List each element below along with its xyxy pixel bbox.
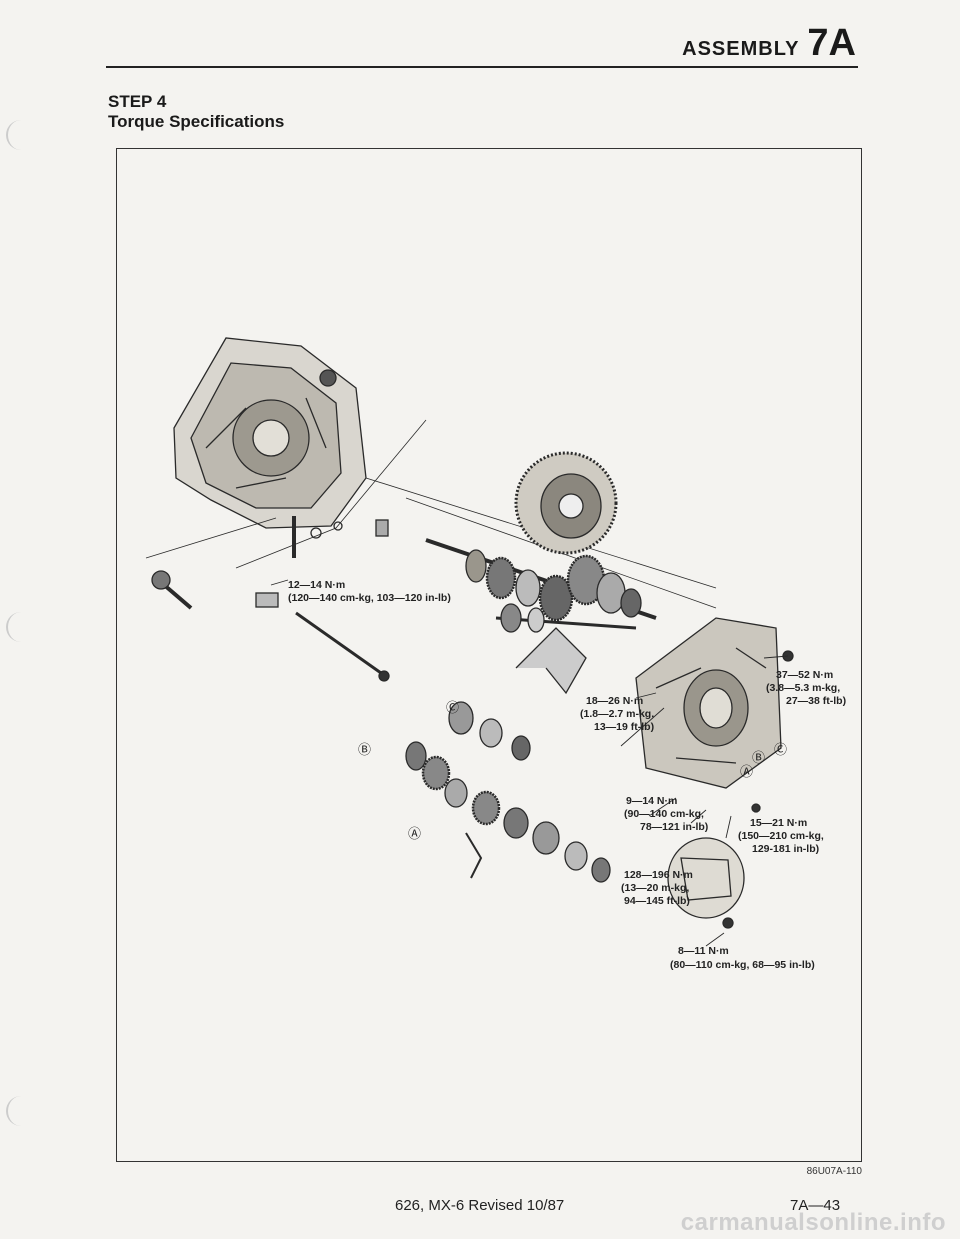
callout-line: (1.8—2.7 m-kg, (580, 708, 654, 720)
torque-callout-1: 12—14 N·m (120—140 cm-kg, 103—120 in-lb) (288, 579, 451, 604)
section-number: 7A (807, 22, 856, 64)
binder-hole-mark (6, 1096, 36, 1126)
callout-line: (150—210 cm-kg, (738, 830, 824, 842)
section-header: ASSEMBLY 7A (682, 22, 856, 65)
step-heading: STEP 4 Torque Specifications (108, 92, 284, 132)
marker-c: Ⓒ (774, 742, 787, 757)
torque-callout-3: 18—26 N·m (1.8—2.7 m-kg, 13—19 ft-lb) (580, 695, 654, 733)
marker-c: Ⓒ (446, 700, 459, 715)
marker-a: Ⓐ (408, 826, 421, 841)
callout-line: 27—38 ft-lb) (786, 695, 846, 707)
header-rule (106, 66, 858, 68)
page-number: 7A—43 (790, 1197, 841, 1214)
marker-a: Ⓐ (740, 764, 753, 779)
torque-callout-7: 8—11 N·m (80—110 cm-kg, 68—95 in-lb) (670, 945, 815, 971)
callout-line: 37—52 N·m (776, 669, 833, 681)
marker-b: Ⓑ (752, 750, 765, 765)
mainshaft-assembly (425, 538, 657, 622)
binder-hole-mark (6, 612, 36, 642)
callout-line: 78—121 in-lb) (640, 821, 708, 833)
watermark: carmanualsonline.info (680, 1209, 946, 1236)
figure-code: 86U07A-110 (806, 1166, 862, 1177)
shift-rod (151, 516, 390, 682)
callout-line: (80—110 cm-kg, 68—95 in-lb) (670, 959, 815, 971)
callout-line: 9—14 N·m (626, 795, 677, 807)
differential-ring-gear (514, 451, 618, 555)
callout-line: 12—14 N·m (288, 579, 345, 591)
torque-callout-5: 15—21 N·m (150—210 cm-kg, 129-181 in-lb) (738, 817, 824, 855)
callout-line: 13—19 ft-lb) (594, 721, 654, 733)
callout-line: (13—20 m-kg, (621, 882, 689, 894)
section-header-word: ASSEMBLY (682, 38, 800, 60)
callout-line: 18—26 N·m (586, 695, 643, 707)
torque-callout-4: 9—14 N·m (90—140 cm-kg, 78—121 in-lb) (624, 795, 708, 833)
callout-line: (3.8—5.3 m-kg, (766, 682, 840, 694)
callout-line: (120—140 cm-kg, 103—120 in-lb) (288, 592, 451, 604)
binder-hole-mark (6, 120, 36, 150)
countershaft-assembly (495, 603, 637, 633)
callout-line: 129-181 in-lb) (752, 843, 819, 855)
marker-b: Ⓑ (358, 742, 371, 757)
callout-line: (90—140 cm-kg, (624, 808, 704, 820)
clutch-housing (173, 337, 367, 529)
callout-line: 15—21 N·m (750, 817, 807, 829)
callout-line: 94—145 ft-lb) (624, 895, 690, 907)
torque-callout-2: 37—52 N·m (3.8—5.3 m-kg, 27—38 ft-lb) (766, 669, 846, 707)
step-label: STEP 4 (108, 92, 167, 111)
callout-line: 128—196 N·m (624, 869, 693, 881)
gear-parts-row (405, 701, 611, 883)
transaxle-case (635, 617, 794, 789)
exploded-transaxle-diagram: 12—14 N·m (120—140 cm-kg, 103—120 in-lb)… (145, 337, 846, 971)
footer-revision: 626, MX-6 Revised 10/87 (395, 1197, 565, 1214)
end-cover (667, 803, 761, 929)
callout-line: 8—11 N·m (678, 945, 729, 957)
shift-fork (515, 627, 587, 695)
torque-callout-6: 128—196 N·m (13—20 m-kg, 94—145 ft-lb) (621, 869, 693, 907)
step-title: Torque Specifications (108, 112, 285, 131)
figure-frame (116, 148, 862, 1162)
